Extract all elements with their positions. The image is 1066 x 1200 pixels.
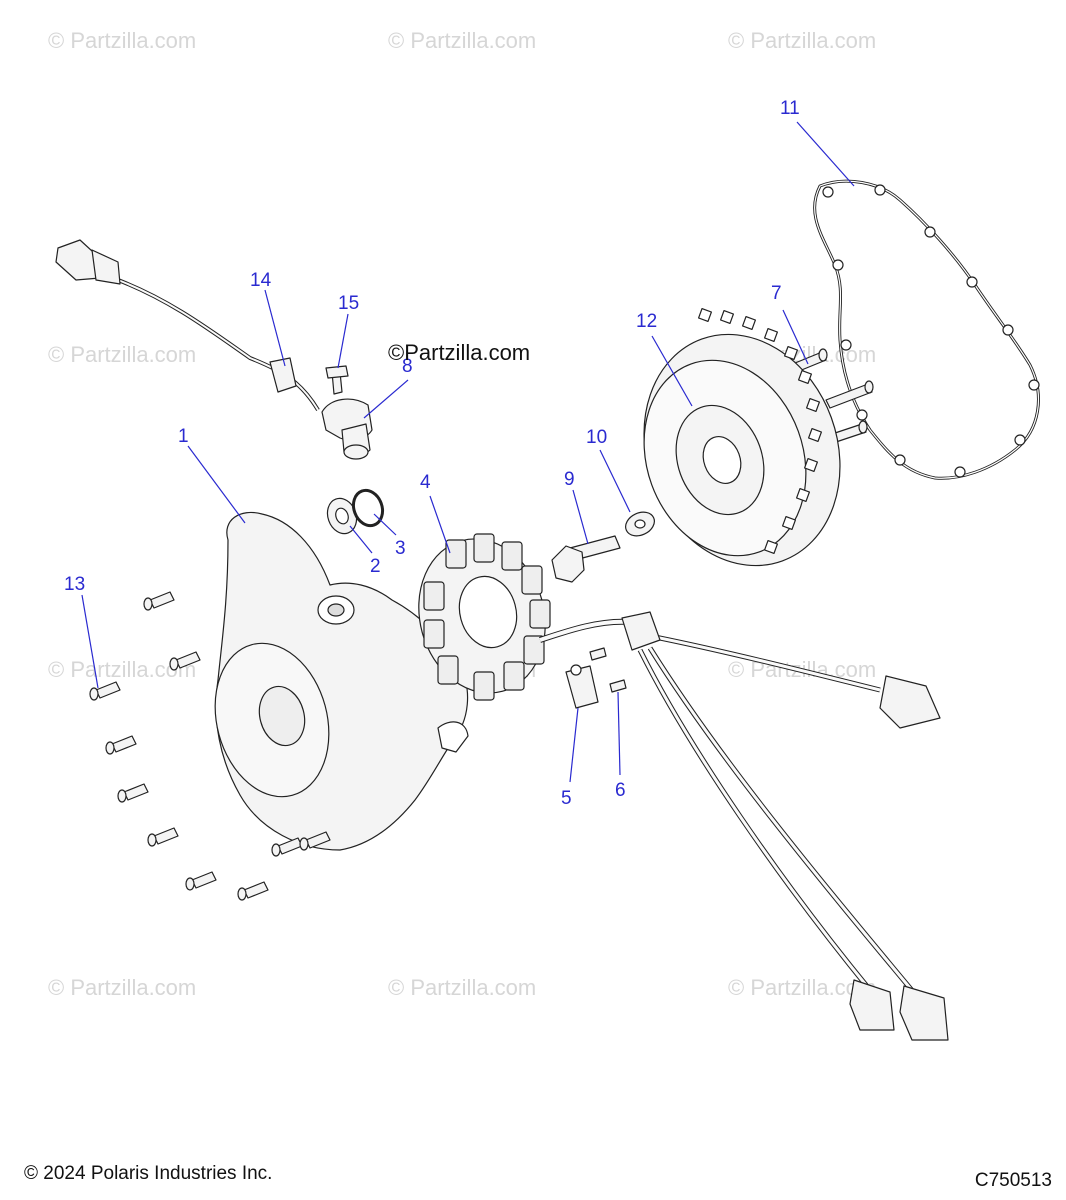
harness-connectors: [849, 675, 949, 1041]
flywheel: [643, 307, 841, 567]
callout-15: 15: [338, 293, 359, 314]
callout-3: 3: [395, 538, 406, 559]
callout-4: 4: [420, 472, 431, 493]
watermark: © Partzilla.com: [388, 975, 537, 1000]
watermark: © Partzilla.com: [48, 28, 197, 53]
leader-lines: [81, 121, 855, 783]
watermark: © Partzilla.com: [728, 28, 877, 53]
speed-sensor: [321, 398, 373, 460]
callout-labels: 1 2 3 4 5 6 7 8 9 10 11 12 13 14 15: [64, 98, 800, 809]
callout-1: 1: [178, 426, 189, 447]
sensor-connector: [55, 239, 121, 285]
gasket-bolt-holes: [822, 184, 1040, 478]
sensor-harness: [117, 278, 320, 412]
harness-grommet: [621, 611, 661, 651]
flywheel-center-bolt: [551, 535, 621, 583]
callout-5: 5: [561, 788, 572, 809]
callout-8: 8: [402, 356, 413, 377]
stator-cover: [214, 511, 469, 851]
callout-9: 9: [564, 469, 575, 490]
stator: [418, 533, 551, 701]
callout-12: 12: [636, 311, 657, 332]
clamp-screws: [589, 647, 627, 693]
callout-2: 2: [370, 556, 381, 577]
callout-13: 13: [64, 574, 85, 595]
sensor-bolt: [325, 365, 349, 395]
snap-ring: [351, 488, 385, 528]
callout-14: 14: [250, 270, 272, 291]
watermark: © Partzilla.com: [388, 28, 537, 53]
washer: [625, 511, 655, 537]
bearing: [326, 497, 358, 535]
callout-10: 10: [586, 427, 607, 448]
watermark: © Partzilla.com: [48, 975, 197, 1000]
copyright-text: © 2024 Polaris Industries Inc.: [24, 1163, 273, 1184]
diagram-code: C750513: [974, 1170, 1052, 1191]
callout-6: 6: [615, 780, 626, 801]
callout-11: 11: [780, 98, 800, 119]
watermark: © Partzilla.com: [48, 342, 197, 367]
stator-harness: [539, 618, 922, 1002]
cover-bolts: [89, 591, 331, 901]
harness-clip: [269, 357, 297, 393]
wire-clamp: [565, 664, 599, 709]
callout-7: 7: [771, 283, 782, 304]
brand-mark: ©Partzilla.com: [388, 340, 531, 365]
